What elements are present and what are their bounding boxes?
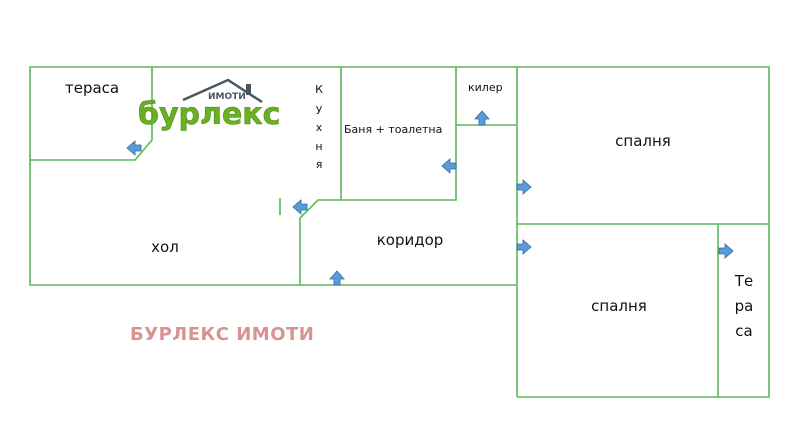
walls — [29, 66, 770, 398]
arrow-right-icon — [718, 243, 734, 259]
watermark: БУРЛЕКС ИМОТИ — [130, 324, 314, 345]
chimney-icon — [246, 84, 251, 95]
terrace-right-line-2: ра — [735, 297, 754, 315]
arrow-right-icon — [516, 179, 532, 195]
wall-terrace-top — [30, 67, 153, 161]
burleks-logo: ИМОТИ бурлекс — [138, 78, 281, 132]
label-bedroom-bottom: спалня — [591, 297, 647, 315]
label-pantry: килер — [468, 81, 503, 94]
wall-outer-left — [29, 66, 517, 286]
label-terrace-right: Те ра са — [734, 272, 754, 340]
label-terrace-top: тераса — [65, 79, 119, 97]
label-bedroom-top: спалня — [615, 132, 671, 150]
kitchen-letter-3: х — [316, 121, 323, 134]
arrow-right-icon — [516, 239, 532, 255]
label-bathroom: Баня + тоалетна — [344, 123, 442, 136]
wall-bedroom-top — [517, 66, 770, 225]
terrace-right-line-1: Те — [734, 272, 753, 290]
label-corridor: коридор — [377, 231, 444, 249]
terrace-right-line-3: са — [735, 322, 752, 340]
logo-subtitle: ИМОТИ — [208, 92, 246, 102]
wall-bedroom-bottom — [517, 224, 770, 398]
label-hall: хол — [151, 238, 179, 256]
kitchen-letter-2: у — [316, 102, 323, 115]
logo-title: бурлекс — [138, 97, 280, 132]
kitchen-letter-4: н — [315, 140, 322, 153]
label-kitchen: К у х н я — [315, 83, 323, 171]
arrow-up-icon — [474, 110, 490, 126]
kitchen-letter-1: К — [315, 83, 323, 96]
kitchen-letter-5: я — [316, 158, 323, 171]
arrow-up-icon — [329, 270, 345, 286]
arrow-left-icon — [292, 199, 308, 215]
arrow-left-icon — [441, 158, 457, 174]
wall-corridor — [299, 124, 517, 285]
arrow-left-icon — [126, 140, 142, 156]
